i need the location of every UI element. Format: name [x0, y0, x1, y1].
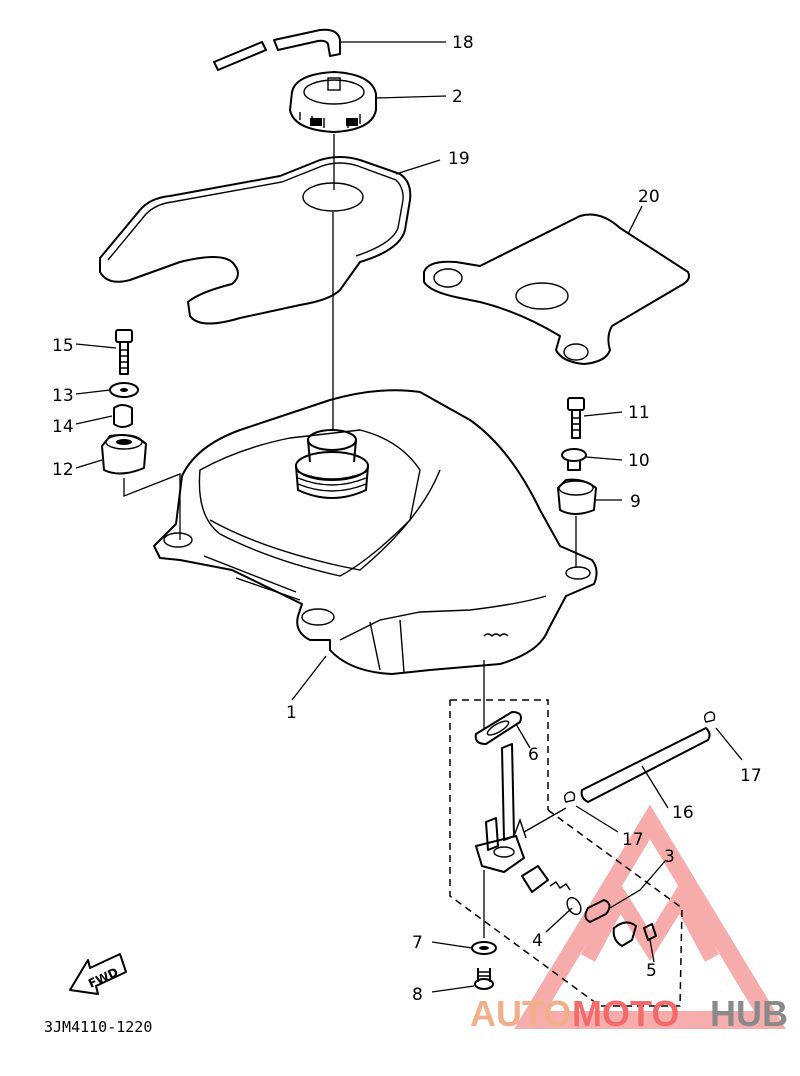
part-washer-left	[109, 382, 139, 398]
leader-lines	[75, 41, 743, 993]
label-12: 12	[52, 460, 74, 480]
label-17-lower: 17	[622, 830, 644, 850]
part-collar-left	[113, 404, 133, 428]
label-7: 7	[412, 933, 423, 953]
part-bolt-left	[115, 329, 133, 375]
label-10: 10	[628, 451, 650, 471]
label-5: 5	[646, 961, 657, 981]
label-19: 19	[448, 149, 470, 169]
part-damper-left	[101, 434, 147, 475]
part-valve-spring	[521, 865, 582, 916]
part-breather-hose	[213, 28, 341, 71]
petcock-assembly-box	[449, 699, 683, 1007]
label-8: 8	[412, 985, 423, 1005]
part-hose-clip	[563, 711, 716, 803]
part-washer-right	[561, 448, 587, 471]
part-drain-washer	[471, 941, 497, 955]
fwd-arrow-icon: FWD	[69, 953, 127, 995]
label-2: 2	[452, 87, 463, 107]
label-14: 14	[52, 417, 74, 437]
label-4: 4	[532, 931, 543, 951]
part-fuel-tank	[153, 389, 598, 675]
watermark-moto: MOTO	[572, 993, 679, 1034]
part-petcock-gasket	[474, 711, 522, 745]
label-1: 1	[286, 703, 297, 723]
label-11: 11	[628, 403, 650, 423]
part-damper-right	[557, 478, 597, 515]
label-13: 13	[52, 386, 74, 406]
part-drain-screw	[474, 968, 494, 990]
part-fuel-cap	[289, 71, 377, 133]
label-15: 15	[52, 336, 74, 356]
part-bolt-right	[567, 397, 585, 439]
label-6: 6	[528, 745, 539, 765]
part-fuel-cock	[475, 743, 527, 873]
fwd-label: FWD	[86, 965, 120, 991]
watermark-hub: HUB	[710, 993, 788, 1034]
part-tank-cover	[99, 156, 412, 325]
label-20: 20	[638, 187, 660, 207]
label-17-upper: 17	[740, 766, 762, 786]
part-gasket	[423, 213, 690, 365]
label-18: 18	[452, 33, 474, 53]
part-fuel-pipe	[580, 727, 711, 803]
label-9: 9	[630, 492, 641, 512]
label-3: 3	[664, 847, 675, 867]
part-valve-lever	[584, 899, 657, 947]
part-labels: 18 2 19 20 15 13 14 12 11 10 9 1 6 17 16…	[52, 33, 762, 1005]
watermark-logo	[514, 804, 786, 1029]
watermark-text: AUTO MOTO HUB	[470, 993, 788, 1034]
drawing-code: 3JM4110-1220	[44, 1018, 152, 1036]
watermark-auto: AUTO	[470, 993, 571, 1034]
label-16: 16	[672, 803, 694, 823]
